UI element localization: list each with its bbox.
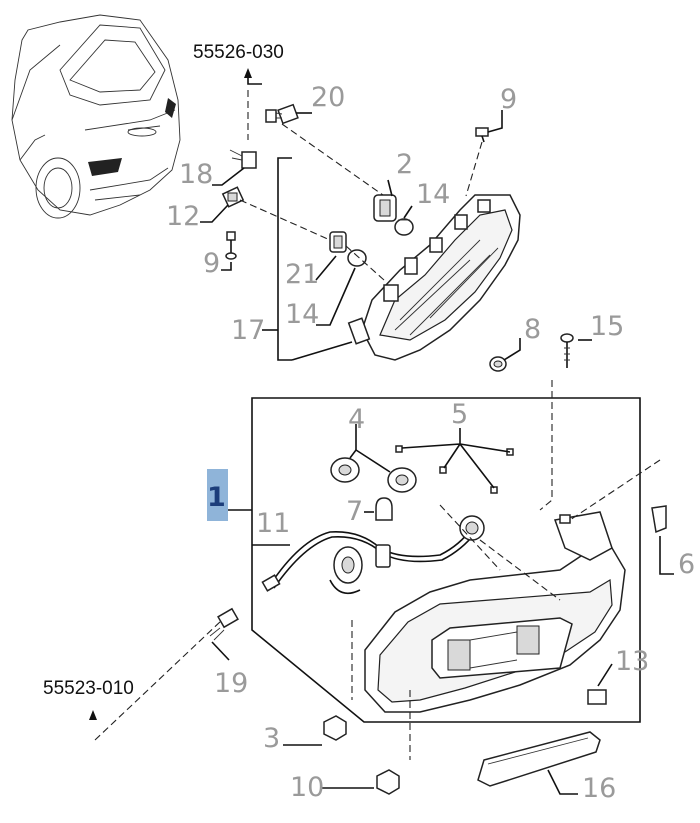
- bracket-17: [277, 157, 292, 361]
- callout-13: 13: [615, 646, 649, 677]
- main-callout-highlight: [207, 469, 228, 521]
- callout-7: 7: [346, 496, 363, 527]
- callout-19: 19: [214, 668, 248, 699]
- clip-part-6: [651, 505, 667, 534]
- connector-part-18: [229, 149, 257, 169]
- callout-1: 1: [207, 482, 226, 513]
- callout-21: 21: [285, 259, 319, 290]
- connector-part-20: [265, 103, 299, 125]
- callout-18: 18: [179, 159, 213, 190]
- callout-16: 16: [582, 773, 616, 804]
- callout-6: 6: [678, 549, 695, 580]
- assembly-frame-1: [251, 397, 641, 723]
- reference-code-bottom: 55523-010: [43, 678, 134, 699]
- reference-code-top: 55526-030: [193, 42, 284, 63]
- callout-12: 12: [166, 201, 200, 232]
- pad-part-13: [587, 689, 607, 705]
- socket-part-12: [221, 186, 245, 208]
- bulb-part-14-lower: [347, 249, 367, 267]
- callout-17: 17: [231, 315, 265, 346]
- nut-part-10: [376, 769, 400, 795]
- callout-9-left: 9: [203, 248, 220, 279]
- callout-20: 20: [311, 82, 345, 113]
- callout-5: 5: [451, 399, 468, 430]
- grommet-part-8: [489, 356, 507, 372]
- bulb-holder-part-2: [373, 194, 397, 222]
- reflector-part-16: [477, 731, 601, 787]
- lamp-socket-part-4: [330, 457, 417, 493]
- connector-part-19: [209, 607, 239, 641]
- callout-4: 4: [348, 404, 365, 435]
- tail-lamp-body: [364, 511, 626, 713]
- bolt-part-15: [560, 333, 574, 368]
- callout-14-upper: 14: [416, 179, 450, 210]
- lamp-housing-assembly-17: [347, 194, 521, 361]
- callout-11: 11: [256, 508, 290, 539]
- socket-part-21: [329, 231, 347, 253]
- bulb-part-14-upper: [394, 218, 414, 236]
- callout-14-lower: 14: [285, 299, 319, 330]
- callout-9-top: 9: [500, 84, 517, 115]
- screw-part-9-left: [225, 231, 237, 260]
- callout-3: 3: [263, 723, 280, 754]
- car-rear-view-illustration: [11, 14, 181, 219]
- callout-2: 2: [396, 149, 413, 180]
- callout-8: 8: [524, 314, 541, 345]
- screw-part-9-right: [475, 127, 489, 143]
- nut-part-3: [323, 715, 347, 741]
- callout-10: 10: [290, 772, 324, 803]
- wire-harness-part-11: [261, 515, 485, 595]
- bulb-part-7: [375, 497, 393, 521]
- callout-15: 15: [590, 311, 624, 342]
